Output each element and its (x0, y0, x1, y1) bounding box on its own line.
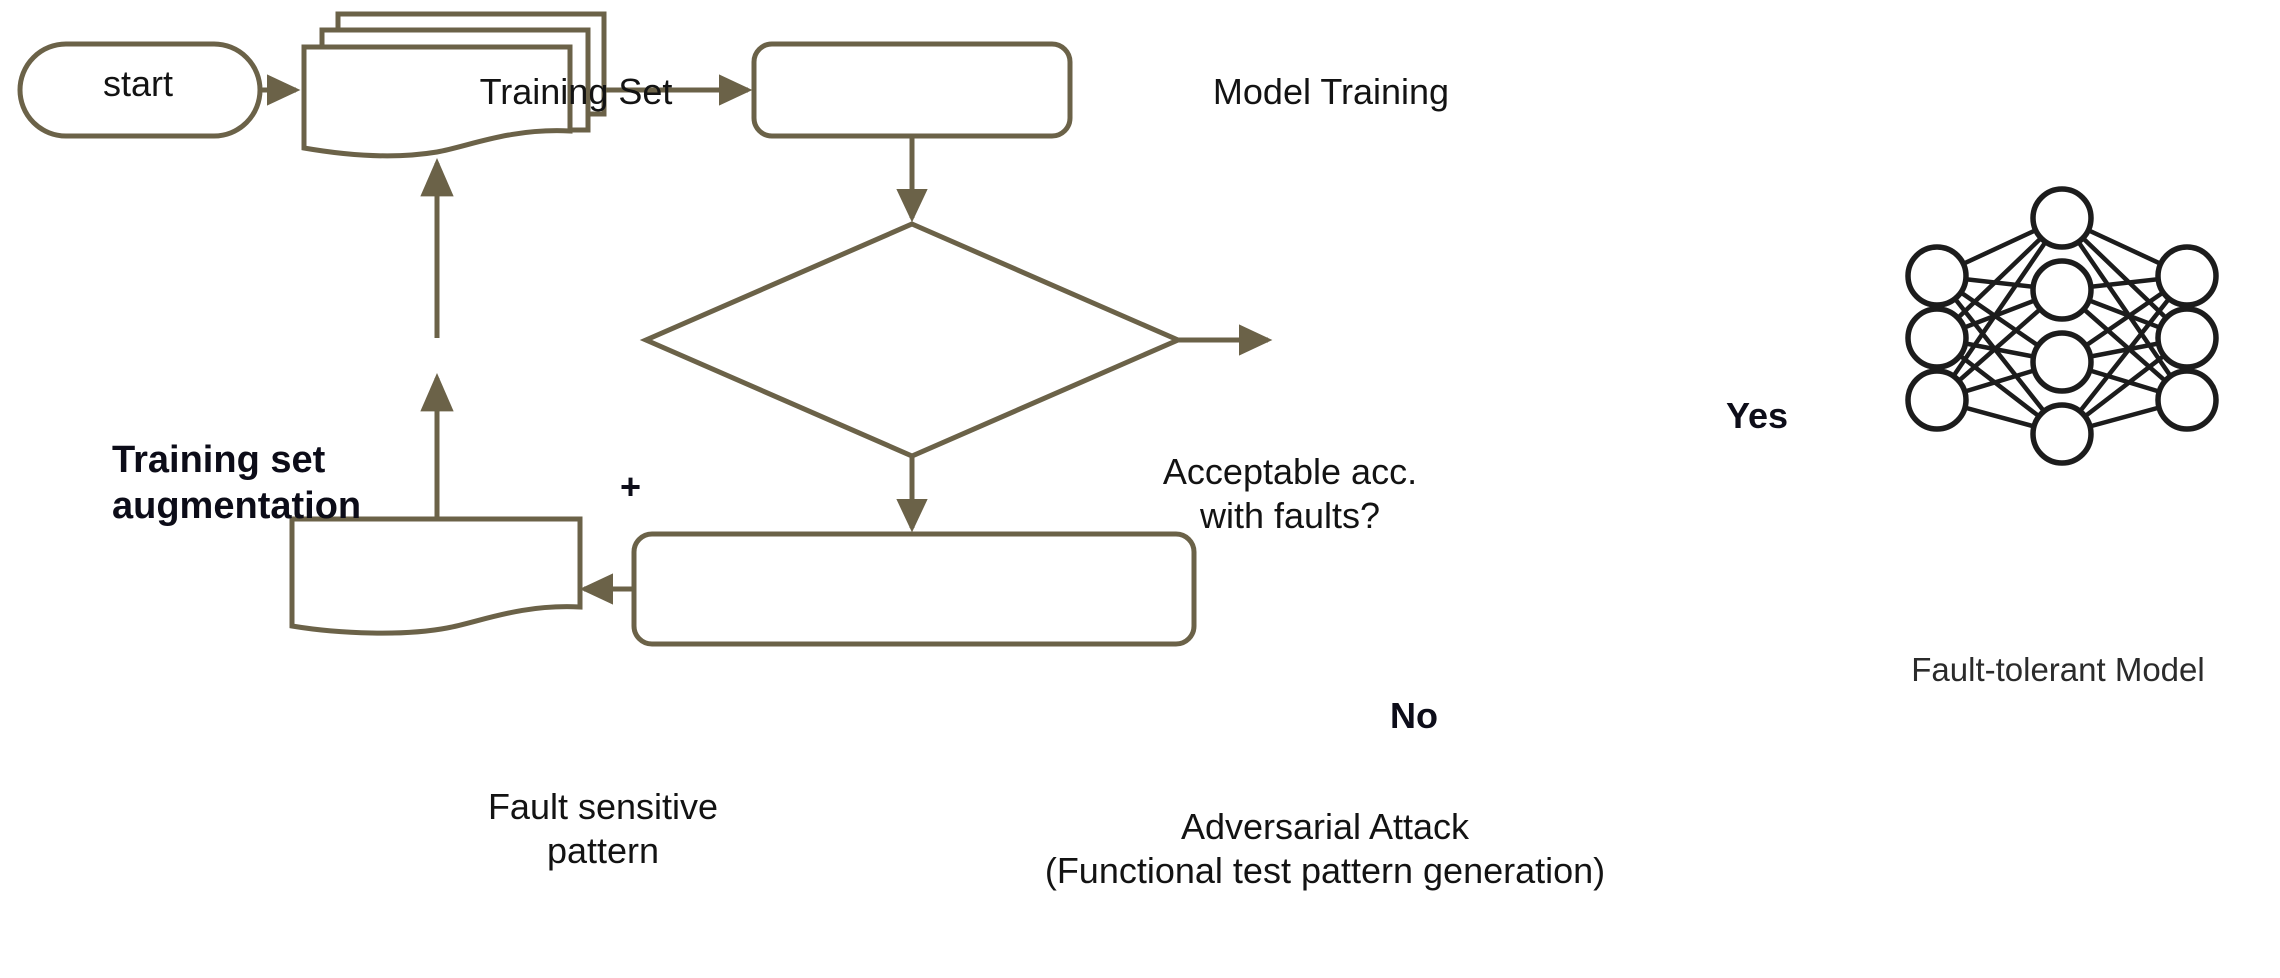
node-fault-sensitive-pattern[interactable] (289, 516, 583, 636)
fault-sensitive-pattern-shape (289, 516, 583, 636)
node-training-set[interactable] (301, 11, 607, 159)
nn-output-node-3 (2155, 368, 2219, 432)
nn-input-node-2 (1905, 306, 1969, 370)
training-set-sheet-front (301, 44, 573, 159)
nn-hidden-node-1 (2030, 186, 2094, 250)
node-start[interactable] (17, 41, 263, 139)
model-training-shape (751, 41, 1073, 139)
node-model-training[interactable] (751, 41, 1073, 139)
nn-output-node-2 (2155, 306, 2219, 370)
nn-hidden-node-4 (2030, 402, 2094, 466)
start-shape (17, 41, 263, 139)
node-decision[interactable] (639, 221, 1185, 459)
decision-shape (639, 221, 1185, 459)
nn-hidden-node-2 (2030, 258, 2094, 322)
nn-input-node-1 (1905, 244, 1969, 308)
nn-input-node-3 (1905, 368, 1969, 432)
node-adversarial-attack[interactable] (631, 531, 1197, 647)
nn-hidden-node-3 (2030, 330, 2094, 394)
neural-network-icon (1905, 186, 2219, 466)
nn-output-node-1 (2155, 244, 2219, 308)
adversarial-attack-shape (631, 531, 1197, 647)
